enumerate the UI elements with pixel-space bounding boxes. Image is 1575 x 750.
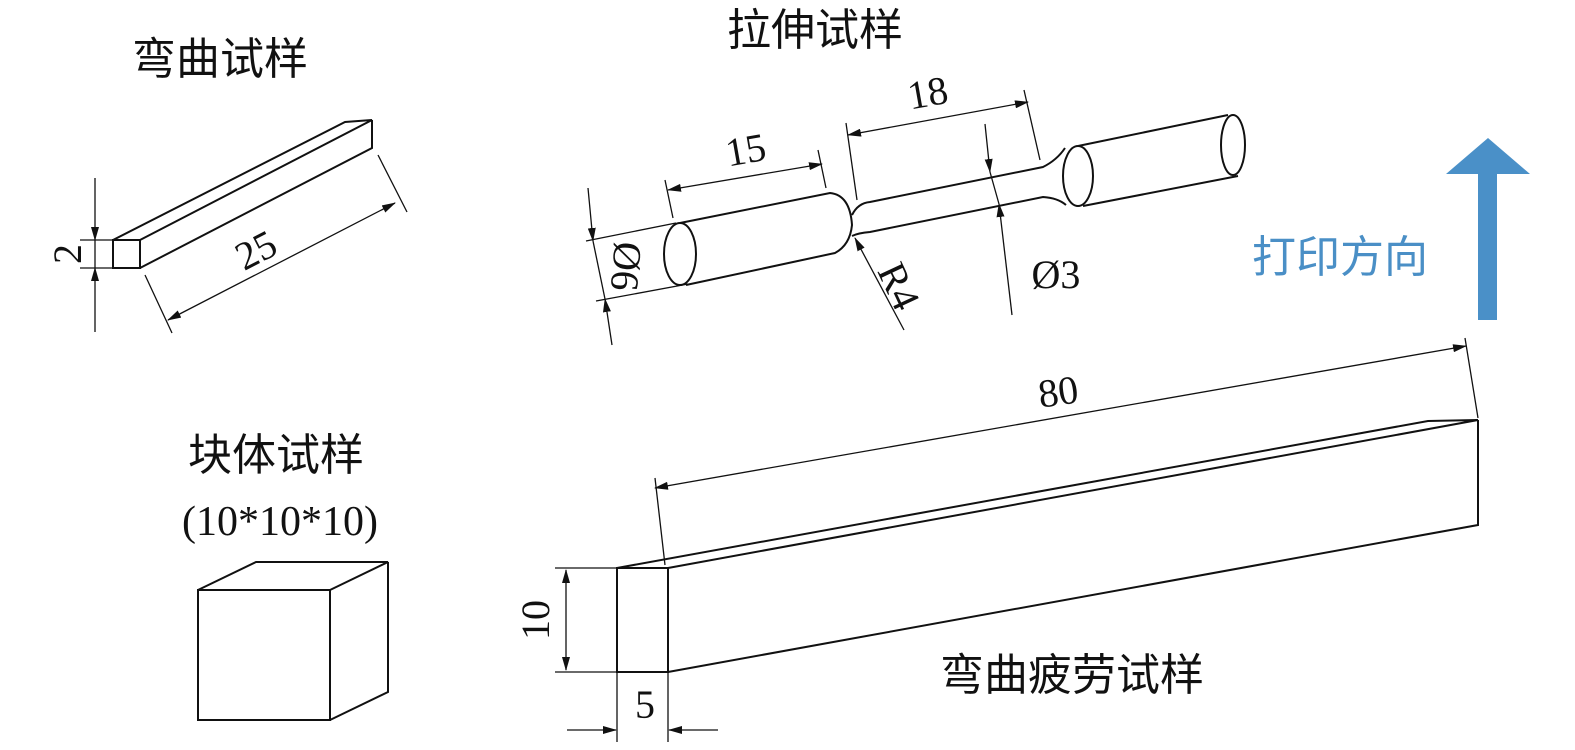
print-direction-arrow-icon	[1446, 138, 1530, 320]
bend-height-dimension: 2	[45, 178, 113, 332]
bend-height-label: 2	[45, 244, 90, 264]
tensile-radius-dimension: R4	[854, 237, 930, 331]
tensile-radius-label: R4	[869, 256, 930, 317]
tensile-gauge-dia-label: Ø3	[1032, 252, 1081, 297]
tensile-title: 拉伸试样	[727, 5, 903, 56]
fatigue-title: 弯曲疲劳试样	[940, 650, 1204, 701]
fatigue-height-dimension: 10	[513, 567, 617, 673]
tensile-gauge-dia-dimension: Ø3	[984, 123, 1081, 316]
bending-title: 弯曲试样	[132, 34, 308, 85]
fatigue-length-label: 80	[1035, 367, 1081, 417]
tensile-gauge-label: 18	[904, 67, 951, 118]
tensile-grip-label: 15	[722, 124, 769, 175]
tensile-grip-dia-dimension: Ø6	[585, 187, 689, 346]
tensile-grip-dia-label: Ø6	[602, 240, 651, 293]
tensile-grip-dimension: 15	[664, 124, 827, 219]
fatigue-width-dimension: 5	[567, 672, 718, 742]
block-specimen	[197, 561, 389, 721]
fatigue-height-label: 10	[513, 600, 558, 640]
block-size-label: (10*10*10)	[182, 499, 378, 545]
fatigue-length-dimension: 80	[654, 337, 1479, 566]
fatigue-specimen	[616, 419, 1479, 673]
tensile-gauge-dimension: 18	[845, 67, 1041, 201]
block-title: 块体试样	[188, 430, 364, 481]
fatigue-width-label: 5	[635, 682, 655, 727]
print-direction-label: 打印方向	[1252, 232, 1428, 283]
bend-length-label: 25	[228, 221, 284, 279]
